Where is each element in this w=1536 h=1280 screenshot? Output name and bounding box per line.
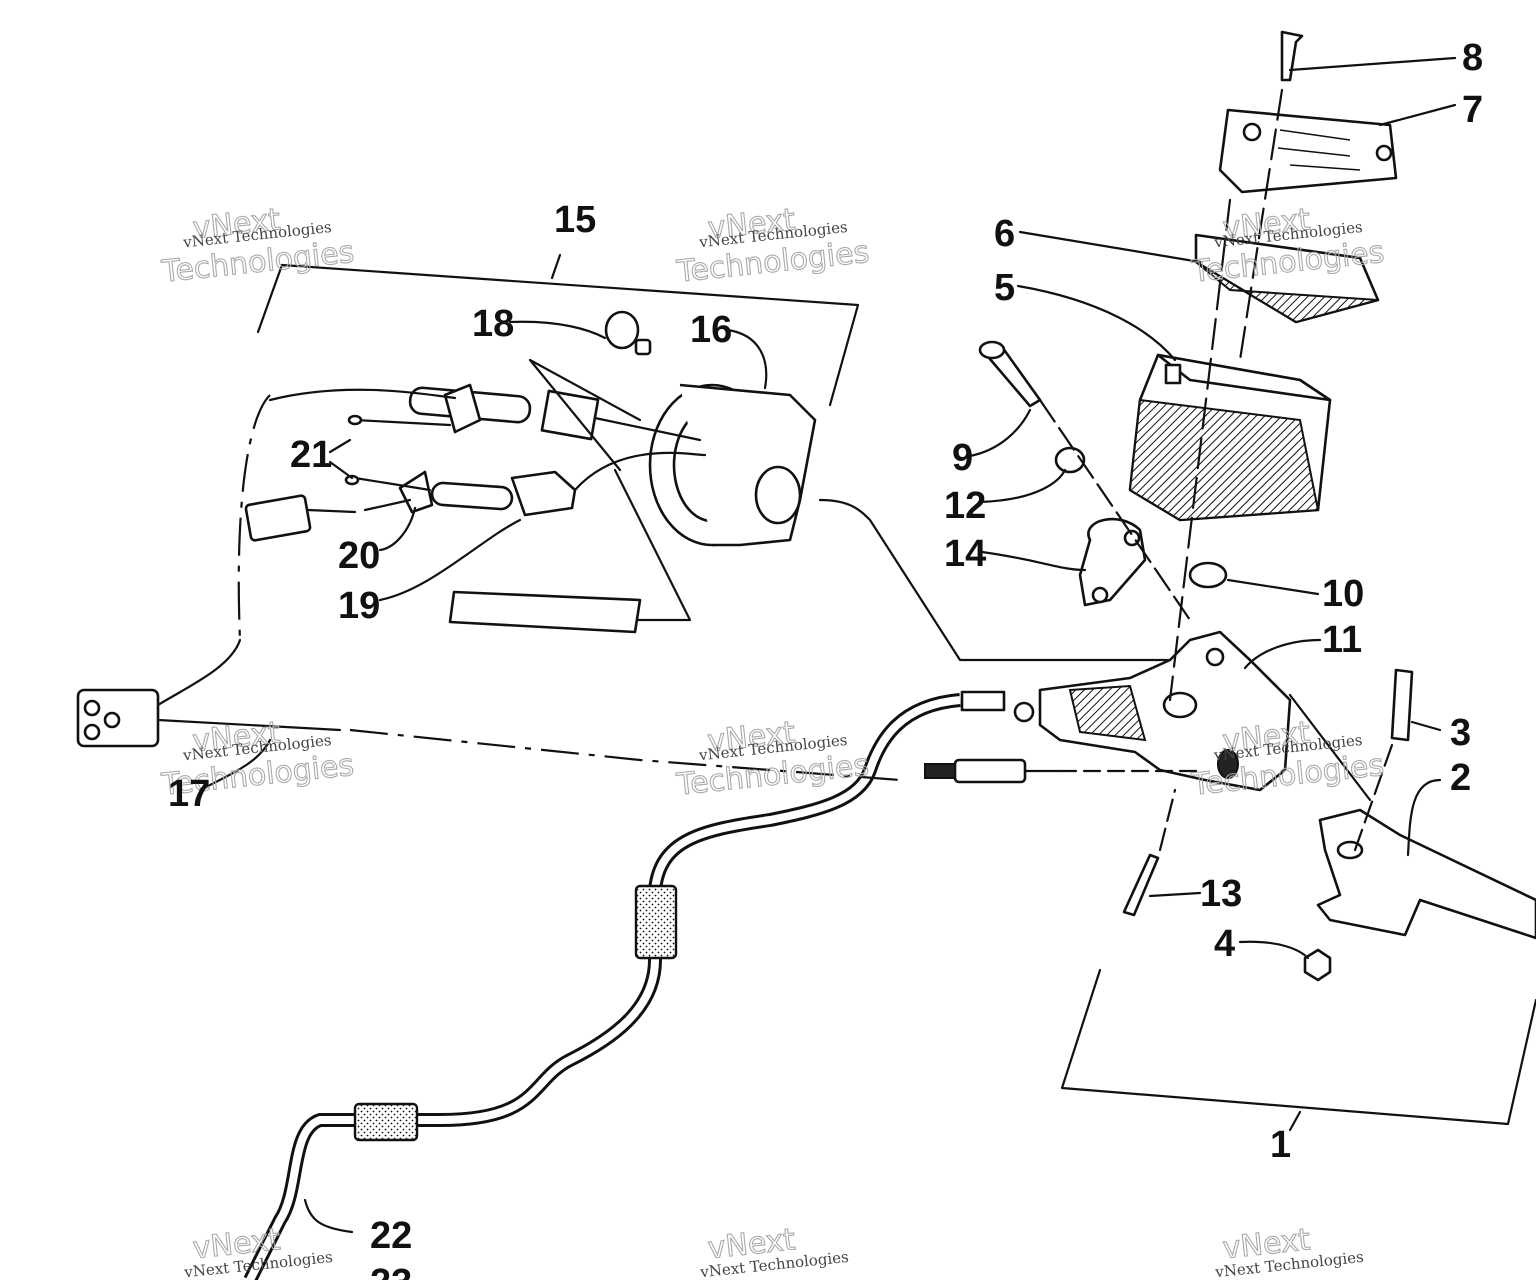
hose-washer	[1013, 701, 1035, 723]
switch-screw	[1122, 788, 1177, 917]
pivot-bolt	[1353, 668, 1414, 852]
pivot-nut	[1303, 948, 1332, 982]
watermarks: vNext Technologies vNext Technologies vN…	[159, 202, 1387, 1280]
reservoir-cover	[1218, 108, 1398, 194]
handlebar-clamp	[1078, 517, 1147, 607]
hose-sleeve-upper	[634, 884, 678, 960]
callout-4: 4	[1214, 923, 1235, 965]
callout-6: 6	[994, 213, 1015, 255]
callout-19: 19	[338, 585, 380, 627]
watermark-mid-center: vNext Technologies vNext Technologies	[674, 715, 871, 804]
callout-12: 12	[944, 485, 986, 527]
callout-18: 18	[472, 303, 514, 345]
watermark-bottom-center: vNext vNext Technologies	[698, 1222, 849, 1280]
watermark-mid-right: vNext Technologies vNext Technologies	[1189, 715, 1386, 804]
callout-13: 13	[1200, 873, 1242, 915]
callout-14: 14	[944, 533, 986, 575]
hose-sleeve-lower	[353, 1102, 419, 1142]
switch-assembly-bracket	[256, 263, 860, 407]
watermark-top-center: vNext Technologies vNext Technologies	[674, 202, 871, 291]
callout-20: 20	[338, 535, 380, 577]
callout-2: 2	[1450, 757, 1471, 799]
callout-15: 15	[554, 199, 596, 241]
watermark-bottom-left: vNext vNext Technologies	[182, 1222, 333, 1280]
cover-screw	[1238, 30, 1304, 362]
grommet	[1188, 561, 1228, 589]
leader-lines	[198, 56, 1457, 1234]
callout-8: 8	[1462, 37, 1483, 79]
brake-light-switch	[924, 758, 1202, 784]
callout-23: 23	[370, 1262, 412, 1280]
hose-fitting	[960, 690, 1006, 712]
harness-lead-dashed	[237, 394, 271, 641]
callout-17: 17	[168, 773, 210, 815]
callout-3: 3	[1450, 712, 1471, 754]
callout-9: 9	[952, 437, 973, 479]
brake-hose	[243, 690, 1035, 1280]
switch-knob	[604, 310, 652, 356]
watermark-top-left: vNext Technologies vNext Technologies	[159, 202, 356, 291]
callouts: 1 2 3 4 5 6 7 8 9 10 11 12 13 14 15 16 1…	[168, 37, 1483, 1280]
clamp-bolt	[978, 340, 1042, 408]
watermark-bottom-right: vNext vNext Technologies	[1213, 1222, 1364, 1280]
callout-22: 22	[370, 1215, 412, 1257]
brake-lever	[1316, 808, 1536, 940]
reservoir	[1128, 353, 1332, 522]
assembly-bracket	[1060, 968, 1536, 1126]
master-cylinder-body	[1038, 630, 1292, 792]
callout-16: 16	[690, 309, 732, 351]
callout-5: 5	[994, 267, 1015, 309]
sleeve	[448, 590, 642, 634]
callout-21: 21	[290, 434, 332, 476]
callout-10: 10	[1322, 573, 1364, 615]
connector-plug	[76, 688, 901, 782]
switch-housing	[648, 383, 817, 547]
diaphragm	[1194, 233, 1380, 324]
callout-7: 7	[1462, 89, 1483, 131]
callout-11: 11	[1322, 619, 1362, 661]
callout-1: 1	[1270, 1124, 1291, 1166]
clamp-washer	[1054, 446, 1086, 474]
